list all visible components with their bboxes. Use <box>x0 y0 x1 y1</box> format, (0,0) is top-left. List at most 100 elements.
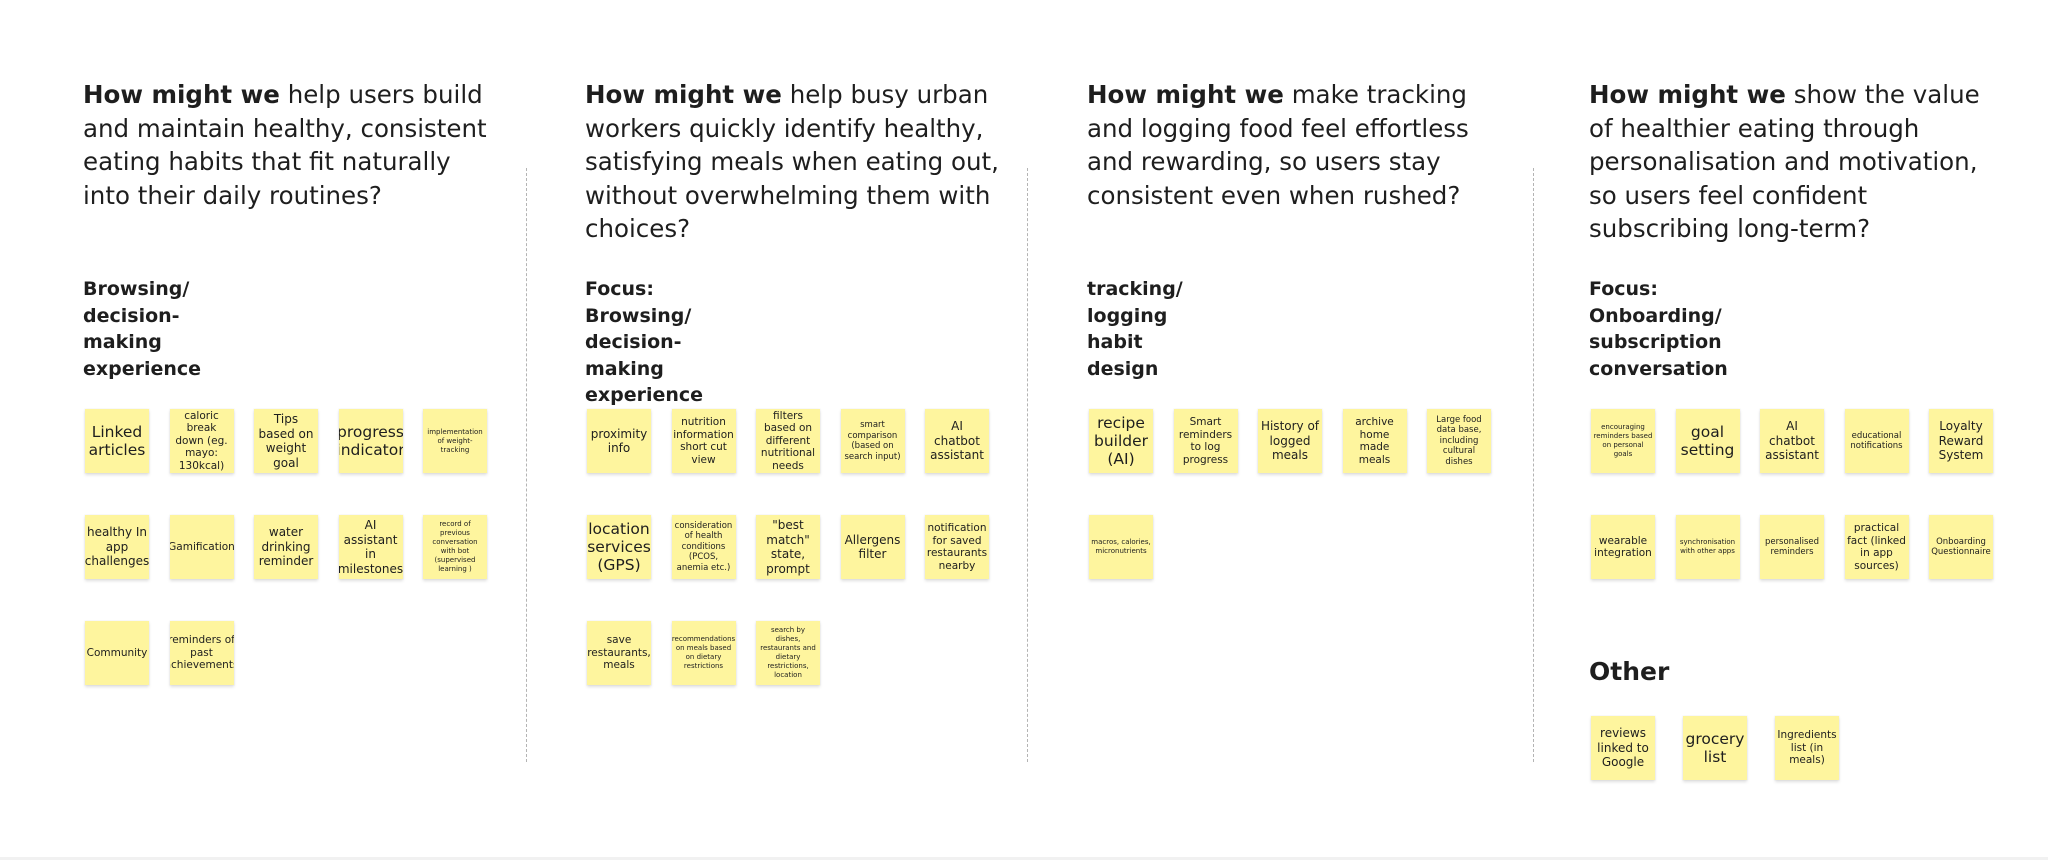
sticky-note-grid: encouraging reminders based on personal … <box>1591 409 1993 579</box>
focus-label-text: Focus: Onboarding/ subscription conversa… <box>1589 278 1728 380</box>
sticky-note-text: "best match" state, prompt <box>766 518 810 576</box>
other-sticky-note-grid: reviews linked to Google grocery list Ingr… <box>1591 716 1839 780</box>
sticky-note[interactable]: location services (GPS) <box>587 515 651 579</box>
sticky-note[interactable]: Large food data base, including cultural… <box>1427 409 1491 473</box>
sticky-note-grid: Linked articles caloric break down (eg. m… <box>85 409 487 685</box>
hmw-lead: How might we <box>1087 80 1284 109</box>
sticky-note[interactable]: reviews linked to Google <box>1591 716 1655 780</box>
sticky-note-text: macros, calories, micronutrients <box>1091 538 1151 555</box>
sticky-note-text: caloric break down (eg. mayo: 130kcal) <box>175 409 228 472</box>
focus-label[interactable]: Focus: Onboarding/ subscription conversa… <box>1589 276 1728 382</box>
sticky-note[interactable]: Linked articles <box>85 409 149 473</box>
sticky-note-text: goal setting <box>1680 423 1735 459</box>
sticky-note[interactable]: consideration of health conditions (PCOS… <box>671 515 736 579</box>
sticky-note[interactable]: reminders of past achievements <box>169 621 234 685</box>
sticky-note-text: educational notifications <box>1850 430 1903 452</box>
other-section-title[interactable]: Other <box>1589 657 1669 687</box>
column-divider <box>526 168 527 762</box>
sticky-note-text: notification for saved restaurants nearb… <box>926 522 988 572</box>
sticky-note[interactable]: Allergens filter <box>840 515 905 579</box>
sticky-note-text: practical fact (linked in app sources) <box>1847 522 1906 572</box>
sticky-note[interactable]: Smart reminders to log progress <box>1173 409 1238 473</box>
sticky-note-text: Ingredients list (in meals) <box>1777 729 1837 767</box>
sticky-note[interactable]: caloric break down (eg. mayo: 130kcal) <box>169 409 234 473</box>
sticky-note-text: location services (GPS) <box>587 520 651 574</box>
sticky-note[interactable]: record of previous conversation with bot… <box>423 515 487 579</box>
sticky-note[interactable]: "best match" state, prompt <box>756 515 820 579</box>
sticky-note[interactable]: progress indicator <box>338 409 403 473</box>
hmw-text: show the value of healthier eating throu… <box>1589 80 1980 243</box>
sticky-note[interactable]: water drinking reminder <box>254 515 318 579</box>
sticky-note[interactable]: Loyalty Reward System <box>1929 409 1993 473</box>
sticky-note-text: filters based on different nutritional n… <box>760 409 816 472</box>
sticky-note-text: search by dishes, restaurants and dietar… <box>760 626 816 679</box>
sticky-note[interactable]: archive home made meals <box>1342 409 1407 473</box>
sticky-note[interactable]: Ingredients list (in meals) <box>1775 716 1839 780</box>
sticky-note[interactable]: filters based on different nutritional n… <box>756 409 820 473</box>
sticky-note[interactable]: notification for saved restaurants nearb… <box>925 515 989 579</box>
sticky-note[interactable]: Onboarding Questionnaire <box>1929 515 1993 579</box>
sticky-note-text: progress indicator <box>338 423 403 459</box>
other-title-text: Other <box>1589 657 1670 686</box>
sticky-note[interactable]: macros, calories, micronutrients <box>1089 515 1153 579</box>
sticky-note[interactable]: AI chatbot assistant <box>1760 409 1824 473</box>
sticky-note-text: History of logged meals <box>1260 419 1320 463</box>
focus-label-text: Browsing/ decision- making experience <box>83 278 202 380</box>
focus-label[interactable]: tracking/ logging habit design <box>1087 276 1183 382</box>
sticky-note[interactable]: recommendations on meals based on dietar… <box>671 621 736 685</box>
hmw-lead: How might we <box>1589 80 1786 109</box>
focus-label-text: Focus: Browsing/ decision-making experie… <box>585 278 704 406</box>
hmw-question[interactable]: How might we make tracking and logging f… <box>1087 78 1507 212</box>
sticky-note-text: wearable integration <box>1594 534 1652 560</box>
sticky-note[interactable]: search by dishes, restaurants and dietar… <box>756 621 820 685</box>
hmw-question[interactable]: How might we help busy urban workers qui… <box>585 78 1005 246</box>
sticky-note[interactable]: synchronisation with other apps <box>1675 515 1740 579</box>
hmw-question[interactable]: How might we help users build and mainta… <box>83 78 503 212</box>
sticky-note-text: synchronisation with other apps <box>1679 538 1736 555</box>
focus-label[interactable]: Focus: Browsing/ decision-making experie… <box>585 276 703 409</box>
hmw-text: make tracking and logging food feel effo… <box>1087 80 1469 210</box>
sticky-note[interactable]: proximity info <box>587 409 651 473</box>
sticky-note[interactable]: encouraging reminders based on personal … <box>1591 409 1655 473</box>
sticky-note-text: recipe builder (AI) <box>1093 414 1149 468</box>
sticky-note[interactable]: implementation of weight-tracking <box>423 409 487 473</box>
sticky-note-text: Smart reminders to log progress <box>1178 416 1233 466</box>
hmw-lead: How might we <box>585 80 782 109</box>
sticky-note-grid: proximity info nutrition information shor… <box>587 409 989 685</box>
sticky-note-text: implementation of weight-tracking <box>427 427 483 454</box>
sticky-note-text: save restaurants, meals <box>587 634 651 672</box>
sticky-note[interactable]: Gamification <box>169 515 234 579</box>
sticky-note-text: Large food data base, including cultural… <box>1436 414 1482 467</box>
sticky-note-text: water drinking reminder <box>258 525 314 569</box>
sticky-note[interactable]: AI chatbot assistant <box>925 409 989 473</box>
sticky-note[interactable]: Community <box>85 621 149 685</box>
sticky-note[interactable]: Tips based on weight goal <box>254 409 318 473</box>
sticky-note-text: AI chatbot assistant <box>1765 419 1819 463</box>
canvas-bottom-edge <box>0 857 2048 860</box>
sticky-note[interactable]: smart comparison (based on search input) <box>840 409 905 473</box>
focus-label-text: tracking/ logging habit design <box>1087 278 1183 380</box>
sticky-note[interactable]: nutrition information short cut view <box>671 409 736 473</box>
sticky-note[interactable]: recipe builder (AI) <box>1089 409 1153 473</box>
sticky-note[interactable]: wearable integration <box>1591 515 1655 579</box>
sticky-note-text: proximity info <box>590 426 648 456</box>
sticky-note[interactable]: healthy In app challenges <box>85 515 149 579</box>
sticky-note[interactable]: educational notifications <box>1844 409 1909 473</box>
hmw-text: help users build and maintain healthy, c… <box>83 80 487 210</box>
sticky-note-text: AI assistant in milestones <box>338 518 403 576</box>
sticky-note-text: healthy In app challenges <box>85 525 149 569</box>
sticky-note[interactable]: grocery list <box>1683 716 1747 780</box>
focus-label[interactable]: Browsing/ decision- making experience <box>83 276 201 382</box>
column-divider <box>1533 168 1534 762</box>
sticky-note-text: smart comparison (based on search input) <box>844 420 901 462</box>
sticky-note[interactable]: History of logged meals <box>1258 409 1322 473</box>
sticky-note[interactable]: practical fact (linked in app sources) <box>1844 515 1909 579</box>
sticky-note[interactable]: goal setting <box>1675 409 1740 473</box>
sticky-note[interactable]: AI assistant in milestones <box>338 515 403 579</box>
sticky-note-text: nutrition information short cut view <box>673 416 734 466</box>
sticky-note[interactable]: personalised reminders <box>1760 515 1824 579</box>
hmw-question[interactable]: How might we show the value of healthier… <box>1589 78 2009 246</box>
sticky-note[interactable]: save restaurants, meals <box>587 621 651 685</box>
sticky-note-text: Gamification <box>169 540 234 553</box>
